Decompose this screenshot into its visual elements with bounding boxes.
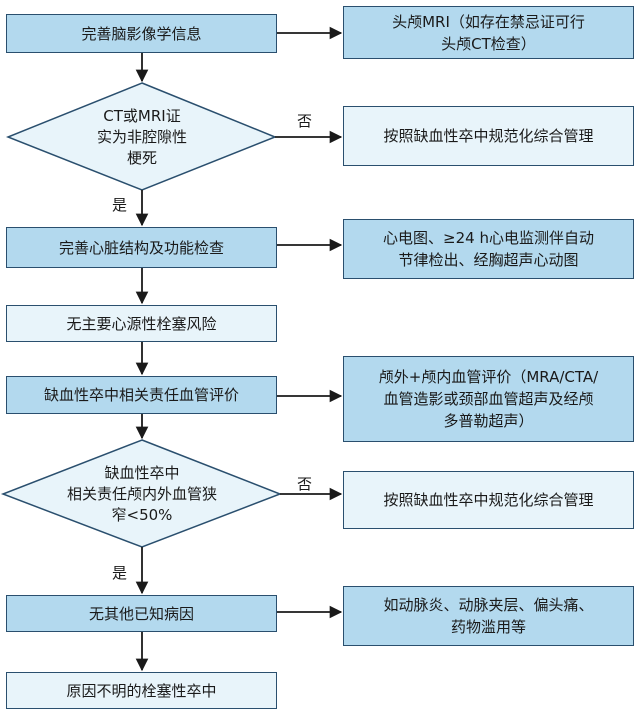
text-no-other-cause: 无其他已知病因 <box>88 604 194 623</box>
text-vascular-imaging: 颅外+颅内血管评价（MRA/CTA/ 血管造影或颈部血管超声及经颅 多普勒超声） <box>378 368 599 430</box>
text-improve-brain-imaging: 完善脑影像学信息 <box>81 24 202 43</box>
text-stenosis-decision: 缺血性卒中 相关责任颅内外血管狭 窄<50% <box>66 464 217 524</box>
box-no-cardiogenic-risk: 无主要心源性栓塞风险 <box>6 305 277 342</box>
box-no-other-cause: 无其他已知病因 <box>6 595 277 632</box>
box-improve-brain-imaging: 完善脑影像学信息 <box>6 14 277 53</box>
box-ecg-monitoring: 心电图、≥24 h心电监测伴自动 节律检出、经胸超声心动图 <box>343 219 634 279</box>
text-final-result: 原因不明的栓塞性卒中 <box>66 681 217 700</box>
label-yes-1: 是 <box>112 196 128 214</box>
text-no-cardiogenic-risk: 无主要心源性栓塞风险 <box>66 314 217 333</box>
text-ecg-monitoring: 心电图、≥24 h心电监测伴自动 节律检出、经胸超声心动图 <box>383 229 594 269</box>
box-final-result: 原因不明的栓塞性卒中 <box>6 672 277 709</box>
text-standard-management-2: 按照缺血性卒中规范化综合管理 <box>383 491 594 509</box>
box-other-causes: 如动脉炎、动脉夹层、偏头痛、 药物滥用等 <box>343 586 634 646</box>
box-vascular-imaging: 颅外+颅内血管评价（MRA/CTA/ 血管造影或颈部血管超声及经颅 多普勒超声） <box>343 356 634 442</box>
text-standard-management-1: 按照缺血性卒中规范化综合管理 <box>383 127 594 145</box>
text-other-causes: 如动脉炎、动脉夹层、偏头痛、 药物滥用等 <box>383 596 594 636</box>
box-improve-cardiac-exam: 完善心脏结构及功能检查 <box>6 227 277 268</box>
box-standard-management-2: 按照缺血性卒中规范化综合管理 <box>343 471 634 529</box>
box-standard-management-1: 按照缺血性卒中规范化综合管理 <box>343 106 634 166</box>
box-head-mri: 头颅MRI（如存在禁忌证可行 头颅CT检查） <box>343 6 634 59</box>
label-no-1: 否 <box>297 112 313 130</box>
text-improve-cardiac-exam: 完善心脏结构及功能检查 <box>58 238 224 257</box>
label-yes-2: 是 <box>112 564 128 582</box>
box-vessel-evaluation: 缺血性卒中相关责任血管评价 <box>6 376 277 414</box>
label-no-2: 否 <box>297 475 313 493</box>
text-imaging-decision: CT或MRI证 实为非腔隙性 梗死 <box>96 107 187 167</box>
text-vessel-evaluation: 缺血性卒中相关责任血管评价 <box>43 386 239 404</box>
text-head-mri: 头颅MRI（如存在禁忌证可行 头颅CT检查） <box>392 12 585 53</box>
